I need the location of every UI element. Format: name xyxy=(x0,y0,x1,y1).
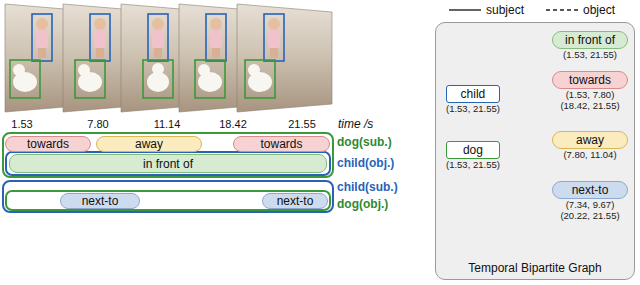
dog-box xyxy=(245,60,275,98)
relation-label: in front of xyxy=(143,157,193,171)
time-interval: (7.80, 11.04) xyxy=(552,149,628,160)
time-tick: 1.53 xyxy=(11,118,32,130)
time-interval: (1.53, 21.55) xyxy=(552,49,628,60)
legend-line xyxy=(448,4,482,16)
dog-head xyxy=(198,64,210,76)
legend-text: subject xyxy=(486,3,524,17)
time-interval: (18.42, 21.55) xyxy=(552,100,628,111)
child-head xyxy=(36,18,48,30)
relation-label: next-to xyxy=(277,194,314,208)
child-legs xyxy=(270,48,278,58)
dog-head xyxy=(152,63,164,75)
child-body xyxy=(94,30,106,48)
entity-node: dog(1.53, 21.55) xyxy=(446,141,500,170)
child-body xyxy=(36,30,48,48)
time-interval: (1.53, 21.55) xyxy=(446,103,500,114)
track-label: dog(obj.) xyxy=(337,197,388,211)
relation-interval: next-to xyxy=(60,193,140,209)
track-label: dog(sub.) xyxy=(337,135,392,149)
relation-node: towards(1.53, 7.80)(18.42, 21.55) xyxy=(552,71,628,111)
legend-entry: object xyxy=(545,3,615,17)
subject-track xyxy=(3,133,333,177)
child-legs xyxy=(38,48,46,58)
child-legs xyxy=(154,48,162,58)
relation-interval: in front of xyxy=(9,154,327,173)
graph-panel: Temporal Bipartite Graphchild(1.53, 21.5… xyxy=(435,22,635,280)
track-label: child(sub.) xyxy=(337,180,398,194)
dog-box xyxy=(10,60,40,98)
relation-node: away(7.80, 11.04) xyxy=(552,131,628,160)
legend-entry: subject xyxy=(448,3,524,17)
relation-label: next-to xyxy=(82,194,119,208)
subject-track xyxy=(3,181,333,212)
relation-interval: towards xyxy=(233,136,330,152)
dog-box xyxy=(143,60,173,98)
dog-box xyxy=(75,60,105,98)
legend-text: object xyxy=(583,3,615,17)
axis-title: time /s xyxy=(338,117,373,131)
node-label: dog xyxy=(446,141,500,159)
dog-head xyxy=(248,64,260,76)
child-head xyxy=(94,18,106,30)
time-interval: (1.53, 21.55) xyxy=(446,159,500,170)
relation-label: towards xyxy=(27,137,69,151)
child-box xyxy=(206,14,226,61)
node-label: child xyxy=(446,85,500,103)
legend-line-sample xyxy=(449,9,481,10)
relation-node: in front of(1.53, 21.55) xyxy=(552,31,628,60)
legend-line xyxy=(545,4,579,16)
dog-head xyxy=(78,64,90,76)
child-legs xyxy=(96,48,104,58)
entity-node: child(1.53, 21.55) xyxy=(446,85,500,114)
video-frame xyxy=(237,4,332,112)
dog-box xyxy=(195,60,225,98)
child-body xyxy=(152,30,164,48)
time-tick: 11.14 xyxy=(154,118,181,130)
child-head xyxy=(152,18,164,30)
relation-label: away xyxy=(135,137,163,151)
relation-node: next-to(7.34, 9.67)(20.22, 21.55) xyxy=(552,181,628,221)
node-label: away xyxy=(552,131,628,149)
frame-photo xyxy=(237,4,332,112)
time-tick: 21.55 xyxy=(288,118,316,130)
track-label: child(obj.) xyxy=(337,156,394,170)
time-interval: (1.53, 7.80) xyxy=(552,89,628,100)
time-tick: 7.80 xyxy=(87,118,108,130)
child-box xyxy=(32,14,52,61)
time-interval: (20.22, 21.55) xyxy=(552,210,628,221)
child-head xyxy=(210,18,222,30)
child-box xyxy=(90,14,110,61)
dog-head xyxy=(13,64,25,76)
child-box xyxy=(148,14,168,61)
node-label: next-to xyxy=(552,181,628,199)
relation-interval: next-to xyxy=(262,193,328,209)
node-label: towards xyxy=(552,71,628,89)
relation-interval: towards xyxy=(5,136,91,152)
time-interval: (7.34, 9.67) xyxy=(552,199,628,210)
child-body xyxy=(268,30,280,48)
child-legs xyxy=(212,48,220,58)
panel-title: Temporal Bipartite Graph xyxy=(436,261,634,275)
object-track xyxy=(6,152,330,175)
node-label: in front of xyxy=(552,31,628,49)
child-head xyxy=(268,18,280,30)
time-tick: 18.42 xyxy=(219,118,247,130)
relation-interval: away xyxy=(96,136,202,152)
child-box xyxy=(264,14,284,61)
legend-line-sample xyxy=(546,9,578,10)
child-body xyxy=(210,30,222,48)
relation-label: towards xyxy=(260,137,302,151)
object-track xyxy=(6,191,330,210)
